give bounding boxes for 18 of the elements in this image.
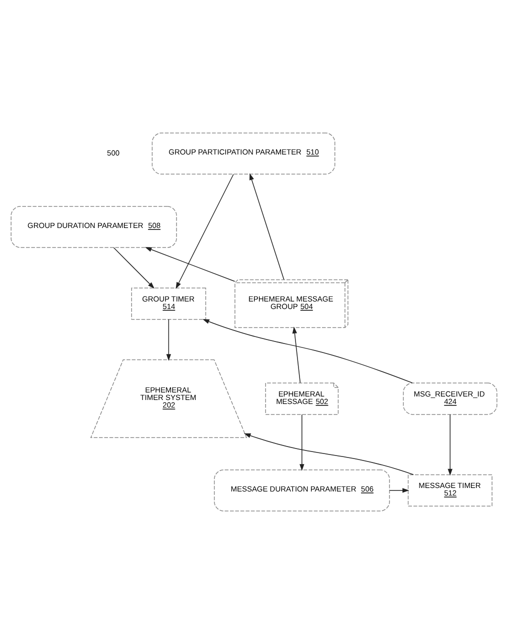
arrow (176, 174, 234, 288)
arrow (244, 432, 414, 474)
node-box: MESSAGE TIMER 512 (408, 474, 492, 506)
arrow (166, 318, 172, 360)
arrow (300, 414, 304, 470)
node-box: GROUP TIMER 514 (131, 287, 206, 320)
node-box: GROUP DURATION PARAMETER 508 (10, 205, 177, 248)
arrow (144, 246, 236, 282)
arrow (389, 488, 410, 492)
arrow (448, 414, 452, 476)
arrow (202, 318, 413, 383)
node-box: GROUP PARTICIPATION PARAMETER 510 (152, 132, 336, 174)
arrow (113, 246, 154, 288)
node-box: MSG_RECEIVER_ID 424 (402, 382, 498, 414)
label: 500 (107, 148, 120, 157)
node-box: MESSAGE DURATION PARAMETER 506 (214, 468, 390, 511)
arrow (249, 172, 284, 280)
arrow (292, 326, 301, 383)
